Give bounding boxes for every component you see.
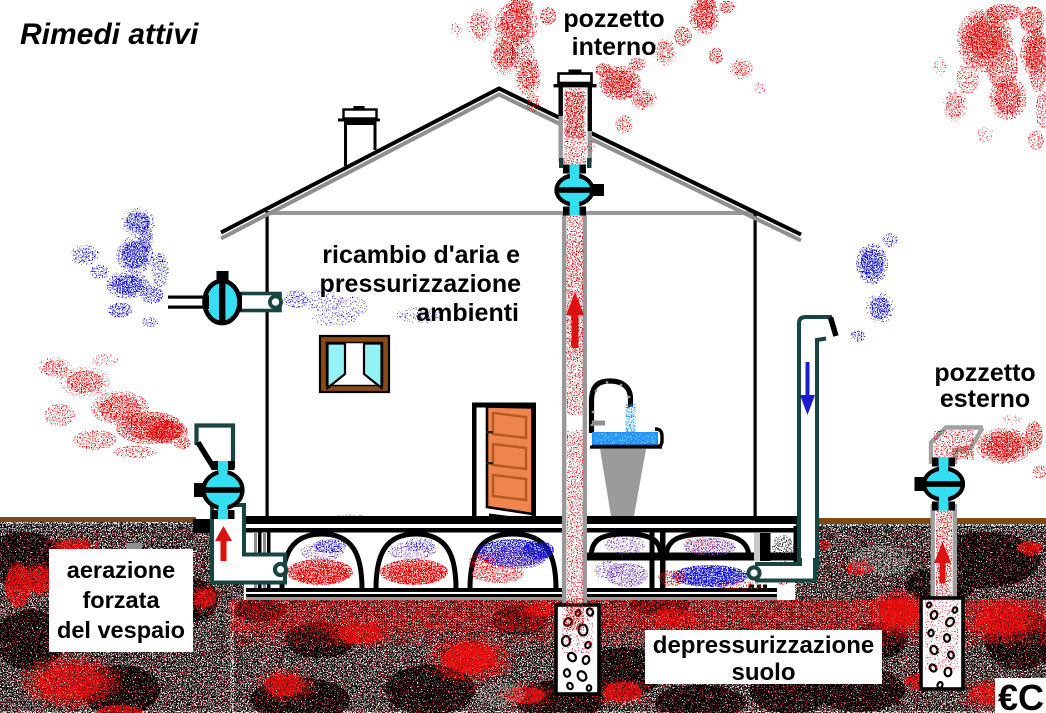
svg-text:aerazione: aerazione: [67, 557, 175, 583]
svg-text:del vespaio: del vespaio: [57, 617, 185, 643]
svg-text:interno: interno: [572, 33, 657, 61]
svg-text:€C: €C: [998, 677, 1044, 713]
svg-text:suolo: suolo: [732, 659, 796, 686]
svg-text:esterno: esterno: [940, 385, 1030, 413]
svg-text:pozzetto: pozzetto: [934, 359, 1035, 387]
svg-text:pozzetto: pozzetto: [563, 5, 664, 33]
svg-text:depressurizzazione: depressurizzazione: [653, 632, 874, 659]
svg-text:ambienti: ambienti: [416, 299, 519, 327]
svg-text:ricambio d'aria e: ricambio d'aria e: [322, 241, 520, 269]
svg-text:pressurizzazione: pressurizzazione: [320, 270, 522, 298]
svg-text:forzata: forzata: [82, 587, 160, 613]
svg-text:Rimedi attivi: Rimedi attivi: [20, 18, 199, 51]
